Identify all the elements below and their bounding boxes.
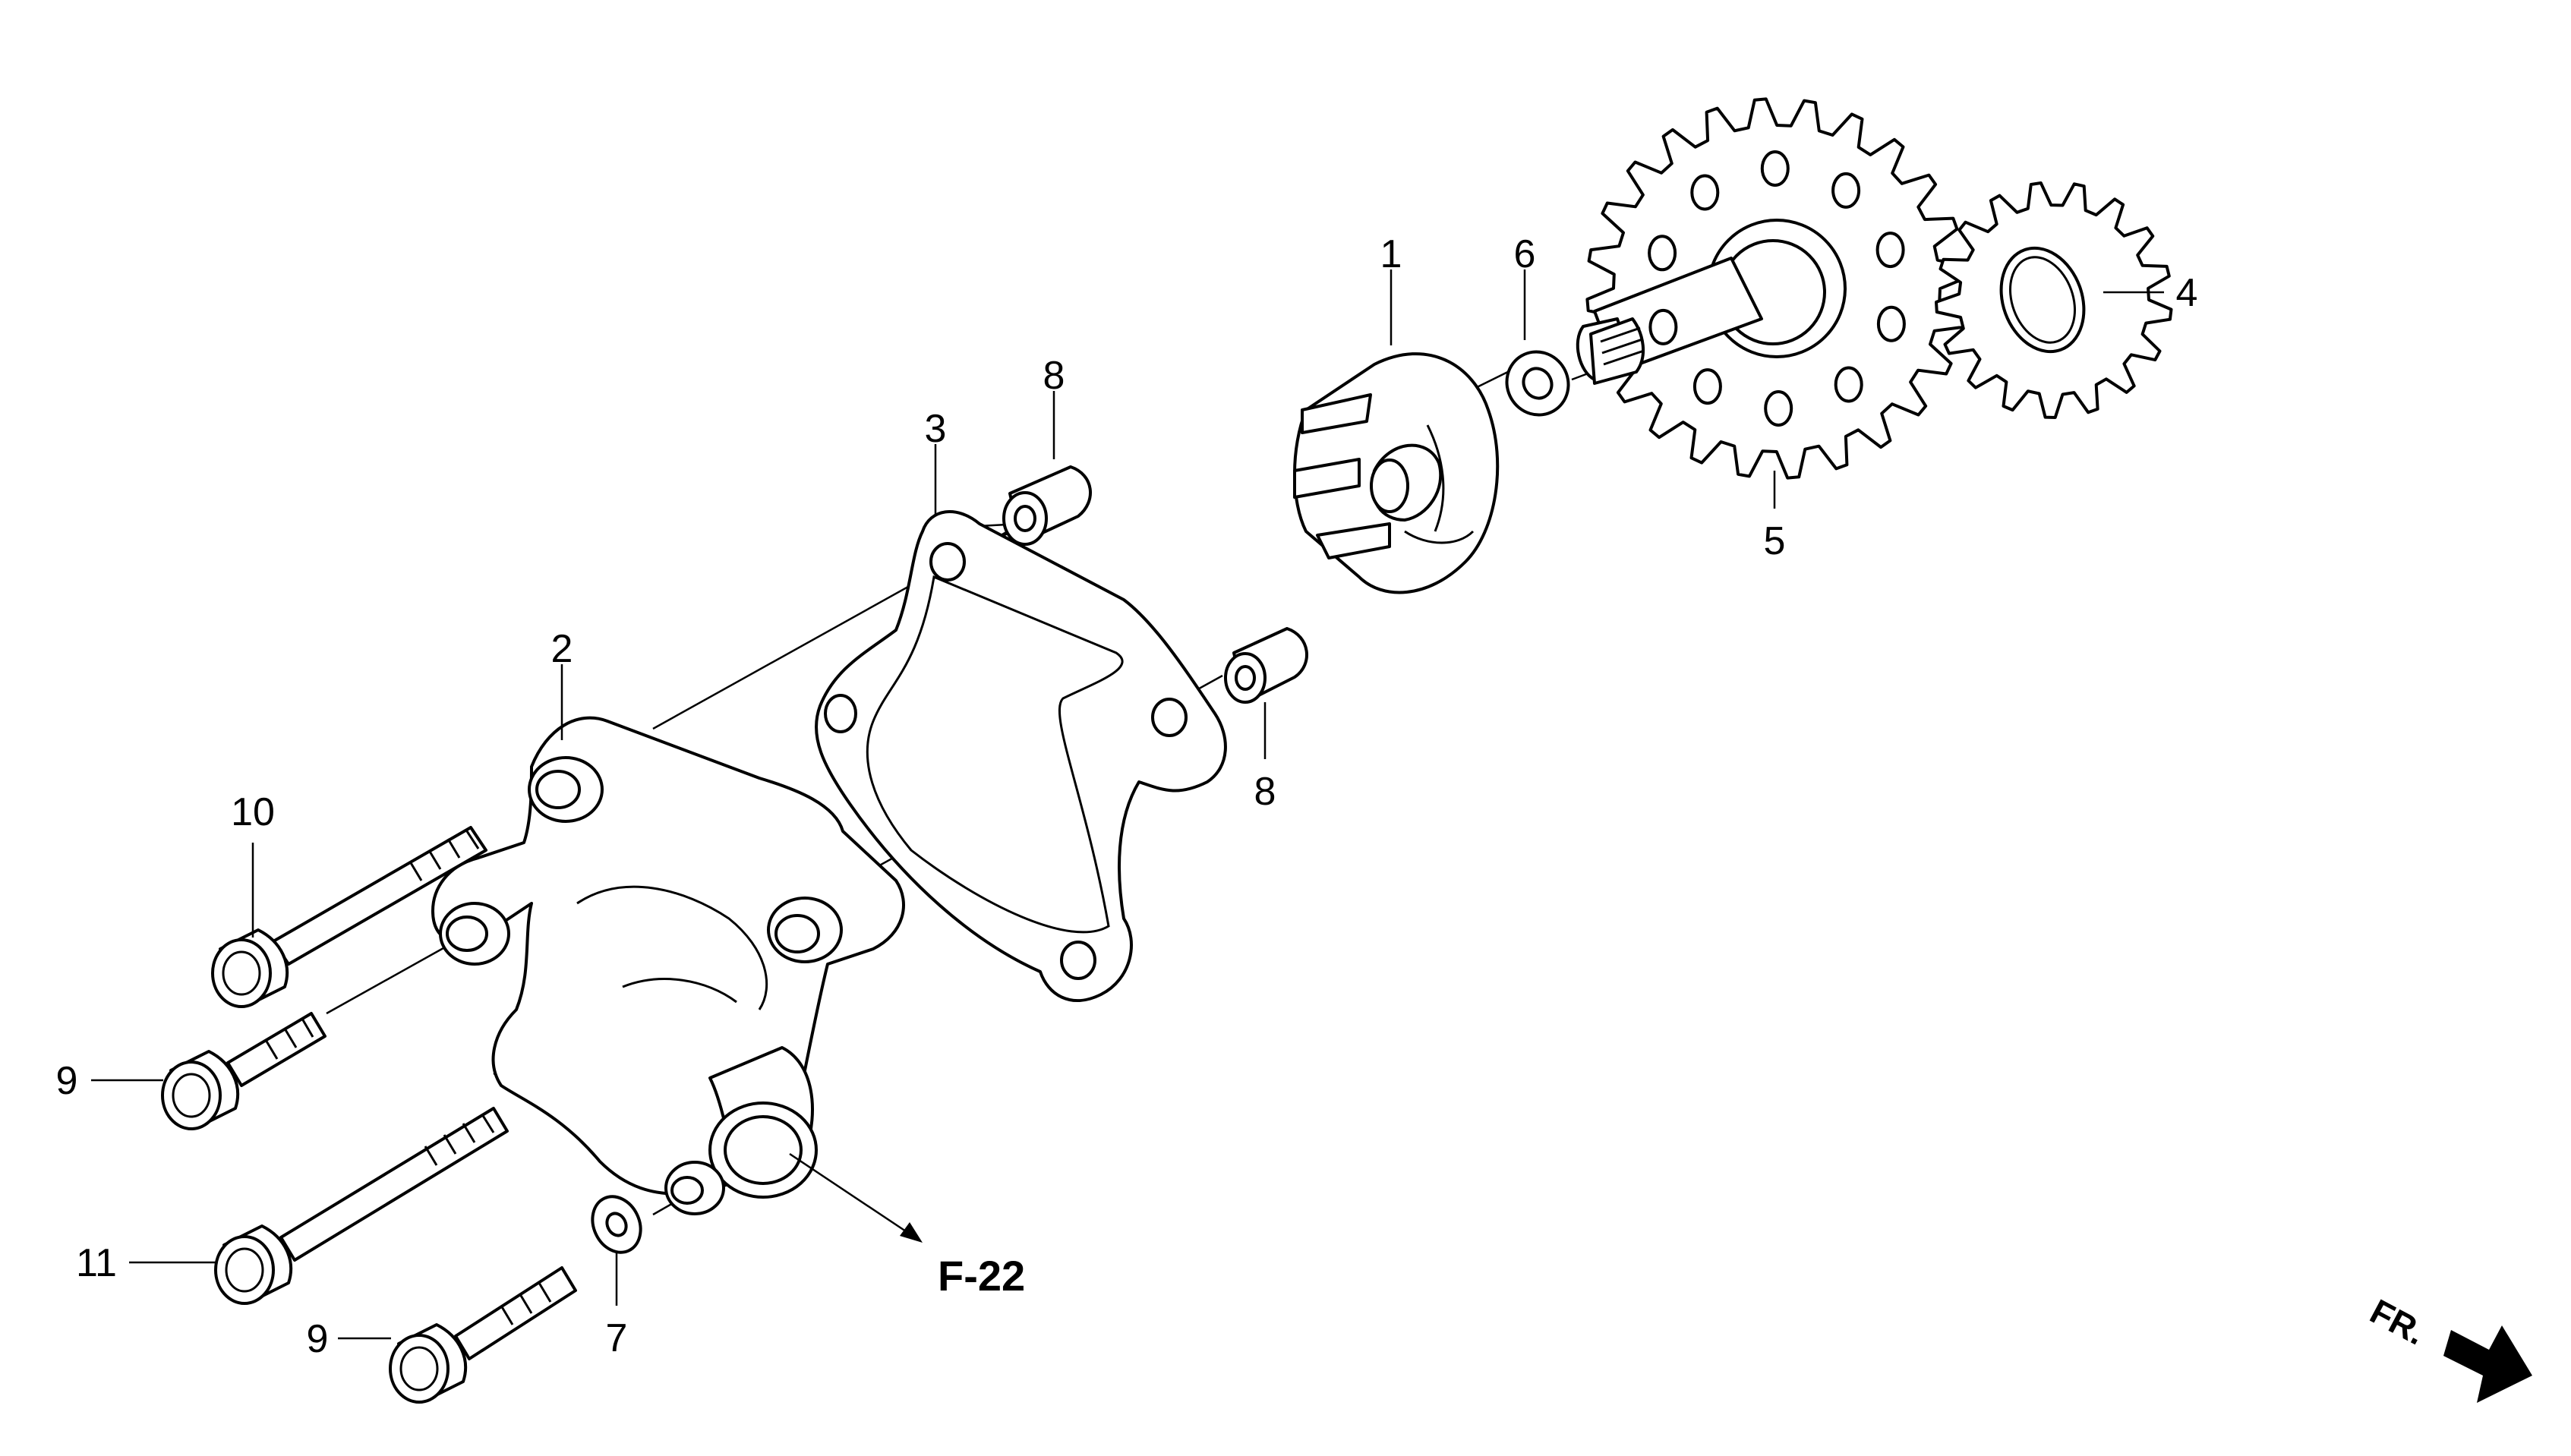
front-direction-label: FR. xyxy=(2364,1291,2432,1353)
dowel-pin-lower xyxy=(1224,627,1308,704)
washer-upper xyxy=(1505,350,1570,417)
bolt-10 xyxy=(211,826,487,1008)
callout-2: 2 xyxy=(551,627,573,671)
callout-11: 11 xyxy=(76,1241,117,1285)
callout-7: 7 xyxy=(606,1316,628,1360)
front-direction-arrow-icon xyxy=(2443,1325,2532,1403)
callout-9-upper: 9 xyxy=(56,1059,78,1103)
callout-4: 4 xyxy=(2176,271,2198,315)
bolt-9-lower xyxy=(389,1266,577,1404)
dowel-pin-upper xyxy=(1002,465,1092,546)
reference-arrow xyxy=(789,1152,923,1243)
callout-6: 6 xyxy=(1514,232,1536,276)
callout-labels: 1 2 3 4 5 6 7 8 8 9 9 10 11 xyxy=(56,232,2198,1361)
callout-8-upper: 8 xyxy=(1043,354,1065,398)
callout-9-lower: 9 xyxy=(307,1317,329,1361)
callout-8-lower: 8 xyxy=(1254,770,1276,814)
drive-gear xyxy=(1935,181,2173,419)
water-pump-cover xyxy=(431,716,905,1215)
callout-5: 5 xyxy=(1764,519,1786,563)
front-direction-indicator: FR. xyxy=(2364,1291,2532,1403)
gasket xyxy=(814,510,1227,1003)
pump-shaft-gear xyxy=(1576,97,1968,480)
bolt-11 xyxy=(214,1107,509,1305)
callout-3: 3 xyxy=(925,407,947,451)
callout-10: 10 xyxy=(231,790,275,834)
reference-label: F-22 xyxy=(938,1252,1025,1300)
callout-1: 1 xyxy=(1380,232,1402,276)
impeller xyxy=(1293,352,1500,594)
bolt-9-upper xyxy=(161,1012,327,1130)
washer-lower xyxy=(591,1195,642,1254)
callout-leaders xyxy=(91,269,2164,1340)
